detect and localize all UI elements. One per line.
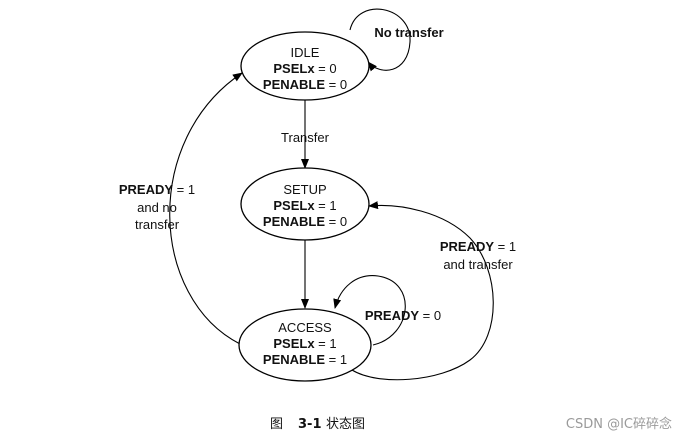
watermark-text: CSDN @IC碎碎念 xyxy=(566,416,672,432)
state-access-name: ACCESS xyxy=(278,320,332,335)
state-idle-name: IDLE xyxy=(291,45,320,60)
state-setup-name: SETUP xyxy=(283,182,326,197)
caption-number: 3-1 xyxy=(298,417,322,432)
label-pready-no-transfer-line2: and no xyxy=(137,200,177,215)
state-idle-psel: PSELx = 0 xyxy=(273,61,336,76)
caption-title: 状态图 xyxy=(326,417,365,432)
figure-caption: 图 3-1 状态图 xyxy=(270,417,365,432)
state-idle-penable: PENABLE = 0 xyxy=(263,77,347,92)
edge-access-self-loop xyxy=(333,275,406,346)
edge-idle-self-loop xyxy=(349,8,411,72)
state-access-psel: PSELx = 1 xyxy=(273,336,336,351)
label-pready-no-transfer-line1: PREADY = 1 xyxy=(119,182,195,197)
state-setup-penable: PENABLE = 0 xyxy=(263,214,347,229)
label-pready-transfer-line1: PREADY = 1 xyxy=(440,239,516,254)
label-transfer: Transfer xyxy=(281,130,330,145)
edge-access-to-idle xyxy=(169,72,243,345)
label-pready-zero: PREADY = 0 xyxy=(365,308,441,323)
state-access: ACCESS PSELx = 1 PENABLE = 1 xyxy=(238,308,372,382)
state-access-penable: PENABLE = 1 xyxy=(263,352,347,367)
label-pready-transfer-line2: and transfer xyxy=(443,257,513,272)
state-access-shape xyxy=(238,308,372,382)
state-setup: SETUP PSELx = 1 PENABLE = 0 xyxy=(240,167,370,241)
state-setup-psel: PSELx = 1 xyxy=(273,198,336,213)
edge-access-to-setup xyxy=(351,201,494,381)
caption-prefix: 图 xyxy=(270,417,283,432)
label-pready-no-transfer-line3: transfer xyxy=(135,217,180,232)
label-pready-no-transfer: PREADY = 1 and no transfer xyxy=(119,182,195,232)
label-no-transfer: No transfer xyxy=(374,25,443,40)
state-idle-shape xyxy=(240,31,370,101)
label-pready-transfer: PREADY = 1 and transfer xyxy=(440,239,516,272)
state-idle: IDLE PSELx = 0 PENABLE = 0 xyxy=(240,31,370,101)
state-setup-shape xyxy=(240,167,370,241)
